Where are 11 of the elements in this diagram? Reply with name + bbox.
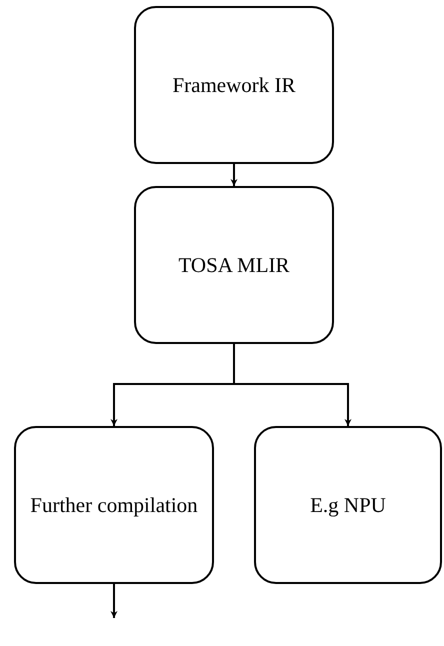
arrow <box>233 344 352 426</box>
arrow <box>110 584 118 618</box>
process-box <box>14 426 214 584</box>
box-label: Further compilation <box>30 492 198 519</box>
box-label: E.g NPU <box>310 492 386 519</box>
arrow <box>230 164 238 186</box>
box-label: Framework IR <box>172 72 296 99</box>
process-box <box>134 6 334 164</box>
box-label: TOSA MLIR <box>178 252 290 279</box>
process-box <box>254 426 442 584</box>
process-box <box>134 186 334 344</box>
